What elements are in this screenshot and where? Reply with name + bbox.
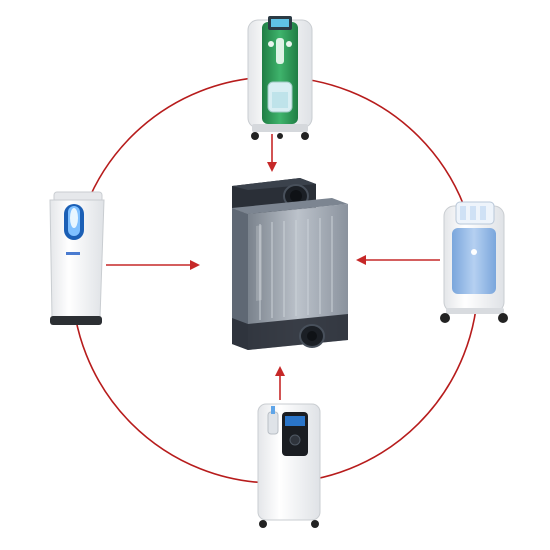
center-humidifier-cartridge — [232, 178, 348, 350]
bottom-oxygen-concentrator — [257, 403, 321, 528]
top-oxygen-concentrator — [247, 16, 313, 140]
right-oxygen-concentrator — [440, 201, 508, 323]
left-oxygen-concentrator — [49, 191, 105, 325]
